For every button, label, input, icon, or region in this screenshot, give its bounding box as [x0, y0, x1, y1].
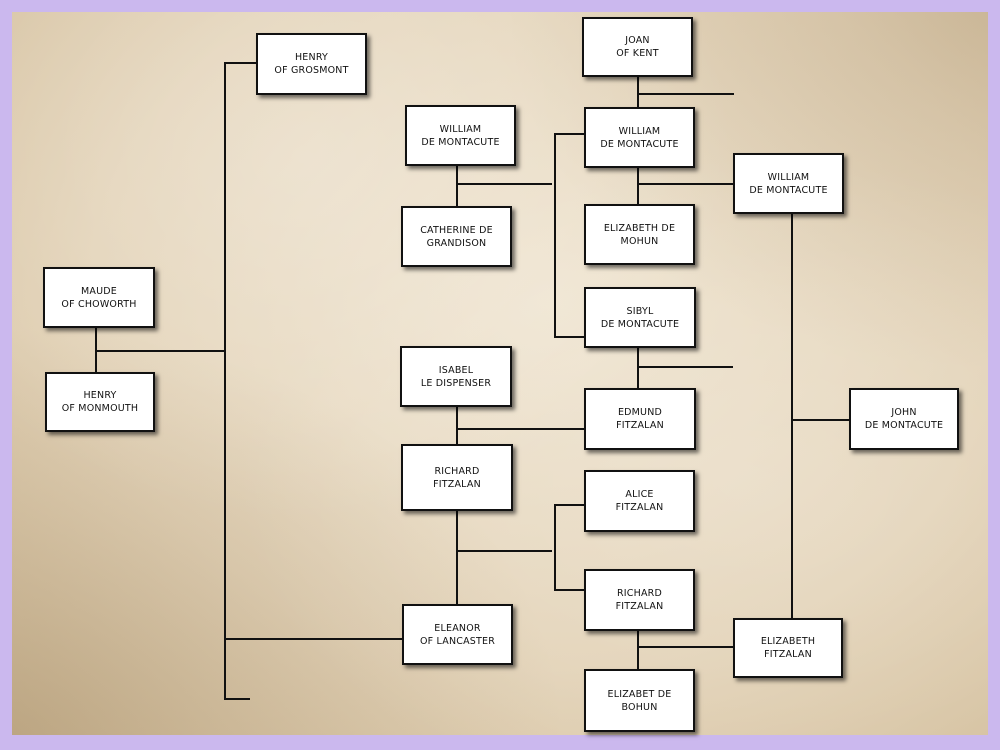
- person-name: JOHN DE MONTACUTE: [864, 407, 944, 431]
- person-eleanor-of-lancaster[interactable]: ELEANOR OF LANCASTER: [402, 604, 513, 665]
- connector-line: [554, 336, 584, 338]
- person-william-de-montacute-3[interactable]: WILLIAM DE MONTACUTE: [733, 153, 844, 214]
- person-name: EDMUND FITZALAN: [616, 407, 664, 431]
- connector-line: [226, 638, 402, 640]
- person-william-de-montacute-2[interactable]: WILLIAM DE MONTACUTE: [584, 107, 695, 168]
- person-edmund-fitzalan[interactable]: EDMUND FITZALAN: [584, 388, 696, 450]
- person-elizabeth-de-mohun[interactable]: ELIZABETH DE MOHUN: [584, 204, 695, 265]
- connector-line: [637, 77, 639, 107]
- connector-line: [456, 428, 584, 430]
- person-name: MAUDE OF CHOWORTH: [61, 285, 137, 310]
- person-joan-of-kent[interactable]: JOAN OF KENT: [582, 17, 693, 77]
- person-name: SIBYL DE MONTACUTE: [600, 305, 680, 330]
- connector-line: [637, 631, 639, 669]
- person-name: WILLIAM DE MONTACUTE: [600, 125, 679, 150]
- connector-line: [637, 168, 639, 204]
- person-name: JOAN OF KENT: [616, 35, 659, 59]
- connector-line: [554, 589, 584, 591]
- connector-line: [456, 183, 552, 185]
- person-maude-of-choworth[interactable]: MAUDE OF CHOWORTH: [43, 267, 155, 328]
- connector-line: [456, 166, 458, 206]
- person-catherine-de-grandison[interactable]: CATHERINE DE GRANDISON: [401, 206, 512, 267]
- person-john-de-montacute[interactable]: JOHN DE MONTACUTE: [849, 388, 959, 450]
- person-name: WILLIAM DE MONTACUTE: [421, 123, 500, 148]
- person-name: CATHERINE DE GRANDISON: [420, 224, 493, 249]
- person-name: ALICE FITZALAN: [615, 489, 664, 513]
- person-name: ELIZABETH FITZALAN: [760, 636, 816, 660]
- person-isabel-le-dispenser[interactable]: ISABEL LE DISPENSER: [400, 346, 512, 407]
- connector-line: [224, 62, 256, 64]
- connector-line: [95, 350, 225, 352]
- person-name: HENRY OF MONMOUTH: [61, 390, 139, 414]
- connector-line: [456, 550, 552, 552]
- connector-line: [224, 698, 250, 700]
- person-elizabet-de-bohun[interactable]: ELIZABET DE BOHUN: [584, 669, 695, 732]
- person-name: HENRY OF GROSMONT: [274, 52, 349, 76]
- person-name: ELIZABETH DE MOHUN: [603, 222, 676, 247]
- connector-line: [456, 511, 458, 604]
- connector-line: [637, 348, 639, 388]
- connector-line: [554, 133, 584, 135]
- connector-line: [554, 133, 556, 338]
- person-henry-of-grosmont[interactable]: HENRY OF GROSMONT: [256, 33, 367, 95]
- connector-line: [637, 183, 733, 185]
- person-alice-fitzalan[interactable]: ALICE FITZALAN: [584, 470, 695, 532]
- person-name: RICHARD FITZALAN: [615, 588, 664, 612]
- person-sibyl-de-montacute[interactable]: SIBYL DE MONTACUTE: [584, 287, 696, 348]
- connector-line: [637, 93, 734, 95]
- person-name: ELEANOR OF LANCASTER: [419, 622, 496, 647]
- connector-line: [637, 366, 733, 368]
- person-henry-of-monmouth[interactable]: HENRY OF MONMOUTH: [45, 372, 155, 432]
- person-william-de-montacute-1[interactable]: WILLIAM DE MONTACUTE: [405, 105, 516, 166]
- connector-line: [554, 504, 584, 506]
- connector-line: [456, 407, 458, 444]
- person-name: RICHARD FITZALAN: [433, 465, 481, 490]
- person-name: ISABEL LE DISPENSER: [420, 364, 492, 389]
- person-name: WILLIAM DE MONTACUTE: [749, 171, 828, 196]
- person-elizabeth-fitzalan[interactable]: ELIZABETH FITZALAN: [733, 618, 843, 678]
- connector-line: [637, 646, 733, 648]
- connector-line: [224, 62, 226, 699]
- person-name: ELIZABET DE BOHUN: [607, 688, 672, 713]
- person-richard-fitzalan-1[interactable]: RICHARD FITZALAN: [401, 444, 513, 511]
- connector-line: [791, 419, 849, 421]
- connector-line: [791, 214, 793, 618]
- person-richard-fitzalan-2[interactable]: RICHARD FITZALAN: [584, 569, 695, 631]
- connector-line: [554, 504, 556, 591]
